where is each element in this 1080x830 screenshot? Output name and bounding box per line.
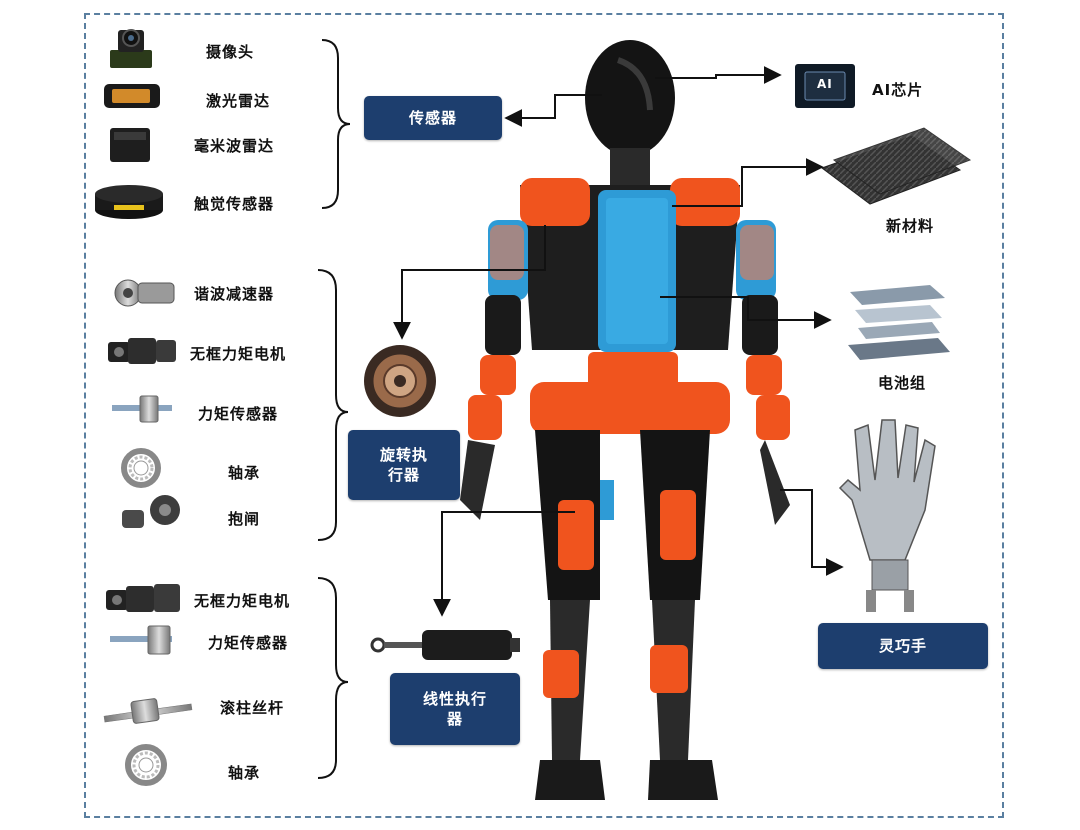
brace-sensors	[321, 39, 351, 209]
label-lidar: 激光雷达	[206, 92, 271, 110]
battery-pack-icon	[848, 285, 950, 360]
label-ai-chip: AI芯片	[872, 81, 924, 99]
tactile-sensor-icon	[95, 185, 163, 219]
linear-actuator-icon	[370, 630, 520, 660]
box-rotary-label-2: 行器	[387, 466, 420, 484]
rotary-actuator-icon	[364, 345, 436, 417]
label-harmonic-reducer: 谐波减速器	[194, 285, 275, 303]
box-dexterous-hand: 灵巧手	[818, 623, 988, 669]
label-new-material: 新材料	[886, 217, 935, 235]
ai-chip-icon	[795, 64, 855, 108]
bearing-icon-2	[125, 744, 167, 786]
label-camera: 摄像头	[206, 43, 255, 61]
label-bearing-2: 轴承	[228, 764, 261, 782]
label-frameless-motor: 无框力矩电机	[190, 345, 287, 363]
arrow-rotary	[393, 225, 546, 340]
label-bearing: 轴承	[228, 464, 261, 482]
ai-chip-icon-text: AI	[817, 77, 833, 91]
label-brake: 抱闸	[228, 510, 261, 528]
camera-icon	[110, 29, 152, 68]
frameless-motor-icon-2	[106, 584, 180, 612]
arrow-sensors	[504, 94, 602, 127]
arrow-hand	[780, 489, 844, 576]
box-sensors: 传感器	[364, 96, 502, 140]
label-tactile-sensor: 触觉传感器	[194, 195, 275, 213]
box-linear-label-2: 器	[446, 710, 463, 728]
box-linear-label-1: 线性执行	[422, 689, 487, 708]
harmonic-reducer-icon	[114, 279, 175, 307]
label-torque-sensor-2: 力矩传感器	[208, 634, 289, 652]
label-roller-screw: 滚柱丝杆	[220, 699, 285, 717]
label-frameless-motor-2: 无框力矩电机	[194, 592, 291, 610]
box-linear-actuator: 线性执行 器	[390, 673, 520, 745]
arrow-linear	[433, 511, 575, 617]
mmwave-radar-icon	[110, 128, 150, 162]
arrow-new-material	[672, 158, 824, 207]
torque-sensor-icon	[112, 395, 172, 423]
bearing-icon	[121, 448, 161, 488]
label-mmwave-radar: 毫米波雷达	[194, 137, 275, 155]
box-hand-label: 灵巧手	[878, 636, 927, 655]
roller-screw-icon	[103, 698, 193, 724]
dashed-frame	[84, 13, 1004, 818]
dexterous-hand-icon	[838, 419, 936, 612]
box-rotary-actuator: 旋转执 行器	[348, 430, 460, 500]
label-torque-sensor: 力矩传感器	[198, 405, 279, 423]
label-battery-pack: 电池组	[878, 374, 927, 392]
brace-rotary	[317, 269, 349, 541]
humanoid-robot-illustration	[460, 40, 790, 800]
carbon-fiber-sheets-icon	[820, 127, 972, 205]
lidar-icon	[104, 84, 160, 108]
arrow-ai-chip	[655, 66, 782, 84]
brace-linear	[317, 577, 349, 779]
arrow-battery	[660, 296, 832, 329]
torque-sensor-icon-2	[110, 625, 172, 655]
box-rotary-label-1: 旋转执	[379, 445, 428, 464]
frameless-motor-icon	[108, 338, 176, 364]
brake-icon	[122, 495, 180, 528]
box-sensors-label: 传感器	[408, 108, 457, 127]
